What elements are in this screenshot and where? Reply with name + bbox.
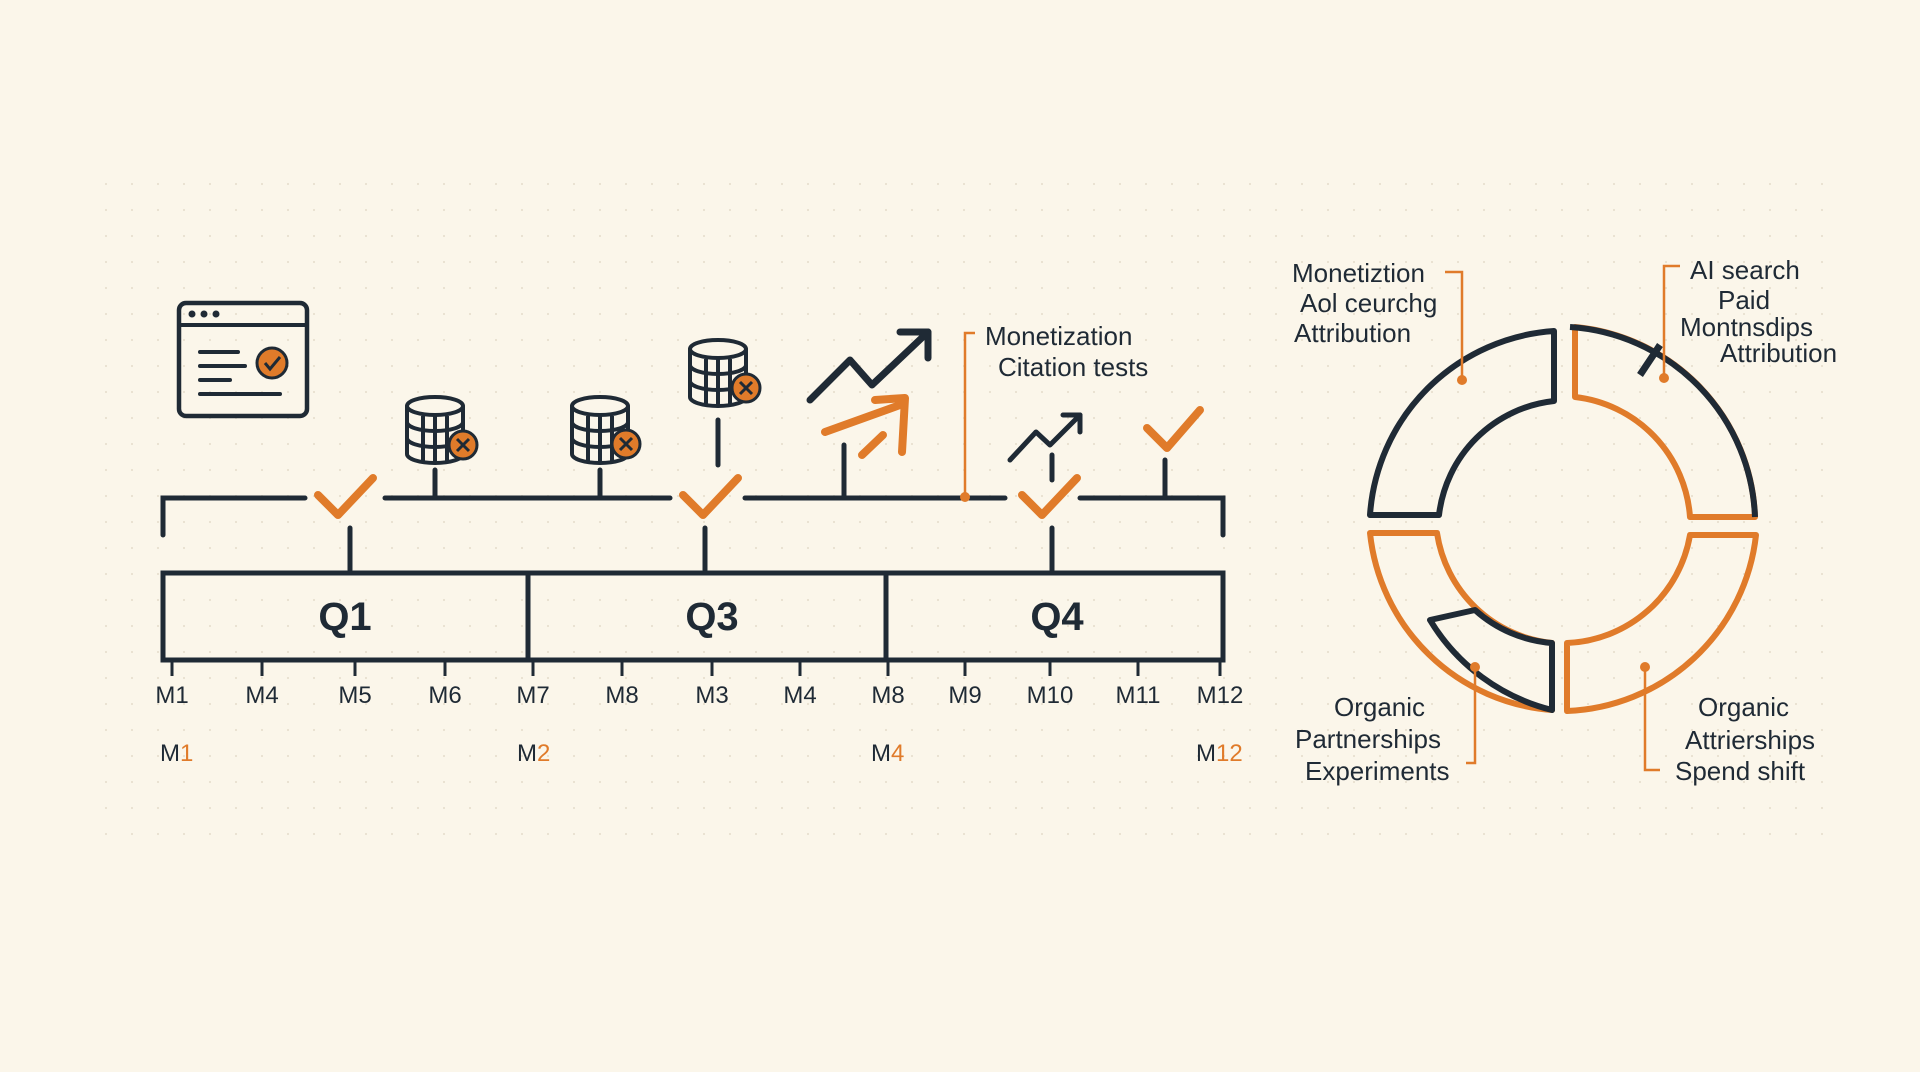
ring-arc	[1569, 324, 1758, 518]
ring-divider	[1637, 343, 1663, 377]
database-error-icon	[405, 395, 479, 465]
ring-callout-text: Attribution	[1720, 338, 1837, 368]
trend-up-icon	[1007, 412, 1083, 463]
callout-leader	[963, 331, 975, 497]
ring-callout-text: Spend shift	[1675, 756, 1806, 786]
month-ticks	[170, 660, 1222, 676]
ring-leaders	[1445, 264, 1680, 772]
month-label: M4	[245, 682, 278, 709]
quarter-label: Q3	[685, 595, 738, 639]
month-label: M11	[1116, 682, 1161, 709]
ring-callout-text: Paid	[1718, 285, 1770, 315]
ring-callout-text: Experiments	[1305, 756, 1450, 786]
database-error-icon	[570, 395, 642, 465]
leader-dot	[1470, 662, 1480, 672]
month-label: M8	[871, 682, 904, 709]
month-label: M5	[338, 682, 371, 709]
milestone-label: M2	[517, 740, 550, 767]
milestone-track	[160, 417, 1226, 573]
database-error-icon	[688, 338, 762, 408]
quarter-bar	[160, 570, 1226, 663]
ring-segment	[1367, 328, 1557, 518]
month-label: M1	[155, 682, 188, 709]
dotted-grid	[100, 170, 1840, 850]
quarter-label: Q4	[1030, 595, 1084, 639]
checkmark-icon	[314, 474, 377, 519]
ring-callout-text: Montnsdips	[1680, 312, 1813, 342]
milestone-label: M4	[871, 740, 904, 767]
callout-text: Citation tests	[998, 352, 1148, 382]
ring-callout-text: AI search	[1690, 255, 1800, 285]
month-label: M3	[695, 682, 728, 709]
month-label: M9	[948, 682, 981, 709]
leader-dot	[1457, 375, 1467, 385]
milestone-label: M1	[160, 740, 193, 767]
ring-callout-text: Partnerships	[1295, 724, 1441, 754]
checkmark-icon	[1018, 474, 1081, 519]
month-label: M8	[605, 682, 638, 709]
browser-check-icon	[176, 300, 310, 419]
ring-segment	[1427, 607, 1555, 713]
checkmark-icon	[679, 474, 742, 519]
leader-dot	[1640, 662, 1650, 672]
ring-diagram	[1367, 324, 1759, 714]
ring-callout-text: Attribution	[1294, 318, 1411, 348]
month-label: M10	[1027, 682, 1074, 709]
callout-text: Monetization	[985, 321, 1132, 351]
month-label: M12	[1197, 682, 1244, 709]
checkmark-icon	[1143, 406, 1204, 452]
ring-callout-text: Monetiztion	[1292, 258, 1425, 288]
month-label: M6	[428, 682, 461, 709]
trend-up-icon	[806, 328, 932, 459]
ring-callout-text: Organic	[1698, 692, 1789, 722]
ring-callout-text: Organic	[1334, 692, 1425, 722]
quarter-label: Q1	[318, 595, 371, 639]
ring-segment	[1564, 532, 1759, 714]
milestone-label: M12	[1196, 740, 1243, 767]
leader-dot	[1659, 373, 1669, 383]
month-label: M7	[516, 682, 549, 709]
month-label: M4	[783, 682, 816, 709]
ring-callout-text: Attrierships	[1685, 725, 1815, 755]
ring-callout-text: Aol ceurchg	[1300, 288, 1437, 318]
